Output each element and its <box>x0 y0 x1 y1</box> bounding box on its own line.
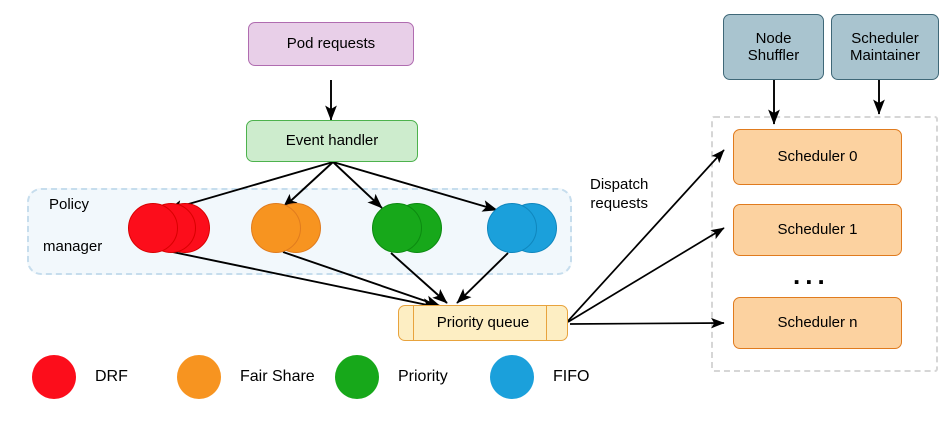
node-pod-requests[interactable]: Pod requests <box>248 22 414 66</box>
policy-manager-label-line2: manager <box>43 238 103 255</box>
legend-item-priority: Priority <box>335 355 448 399</box>
node-scheduler-0[interactable]: Scheduler 0 <box>733 129 902 185</box>
legend-label-fair-share: Fair Share <box>240 368 315 385</box>
node-node-shuffler[interactable]: Node Shuffler <box>723 14 824 80</box>
node-scheduler-1[interactable]: Scheduler 1 <box>733 204 902 256</box>
node-scheduler-n[interactable]: Scheduler n <box>733 297 902 349</box>
policy-circle-fair-share-1 <box>251 203 301 253</box>
node-event-handler[interactable]: Event handler <box>246 120 418 162</box>
legend-dot-priority <box>335 355 379 399</box>
node-scheduler-maintainer[interactable]: Scheduler Maintainer <box>831 14 939 80</box>
dispatch-requests-label: Dispatch requests <box>590 176 649 212</box>
legend-item-fifo: FIFO <box>490 355 589 399</box>
legend-label-priority: Priority <box>398 368 448 385</box>
legend-item-fair-share: Fair Share <box>177 355 315 399</box>
policy-circle-fifo-1 <box>487 203 537 253</box>
node-priority-queue-label: Priority queue <box>436 314 530 332</box>
legend-item-drf: DRF <box>32 355 128 399</box>
legend-dot-fair-share <box>177 355 221 399</box>
policy-circle-drf-1 <box>128 203 178 253</box>
queue-divider-right <box>545 306 547 340</box>
legend-dot-drf <box>32 355 76 399</box>
policy-manager-label-line1: Policy <box>49 196 90 213</box>
policy-circle-priority-1 <box>372 203 422 253</box>
legend-label-drf: DRF <box>95 368 128 385</box>
scheduler-ellipsis: ... <box>793 260 830 290</box>
queue-divider-left <box>413 306 415 340</box>
legend-dot-fifo <box>490 355 534 399</box>
legend-label-fifo: FIFO <box>553 368 590 385</box>
node-priority-queue[interactable]: Priority queue <box>398 305 568 341</box>
